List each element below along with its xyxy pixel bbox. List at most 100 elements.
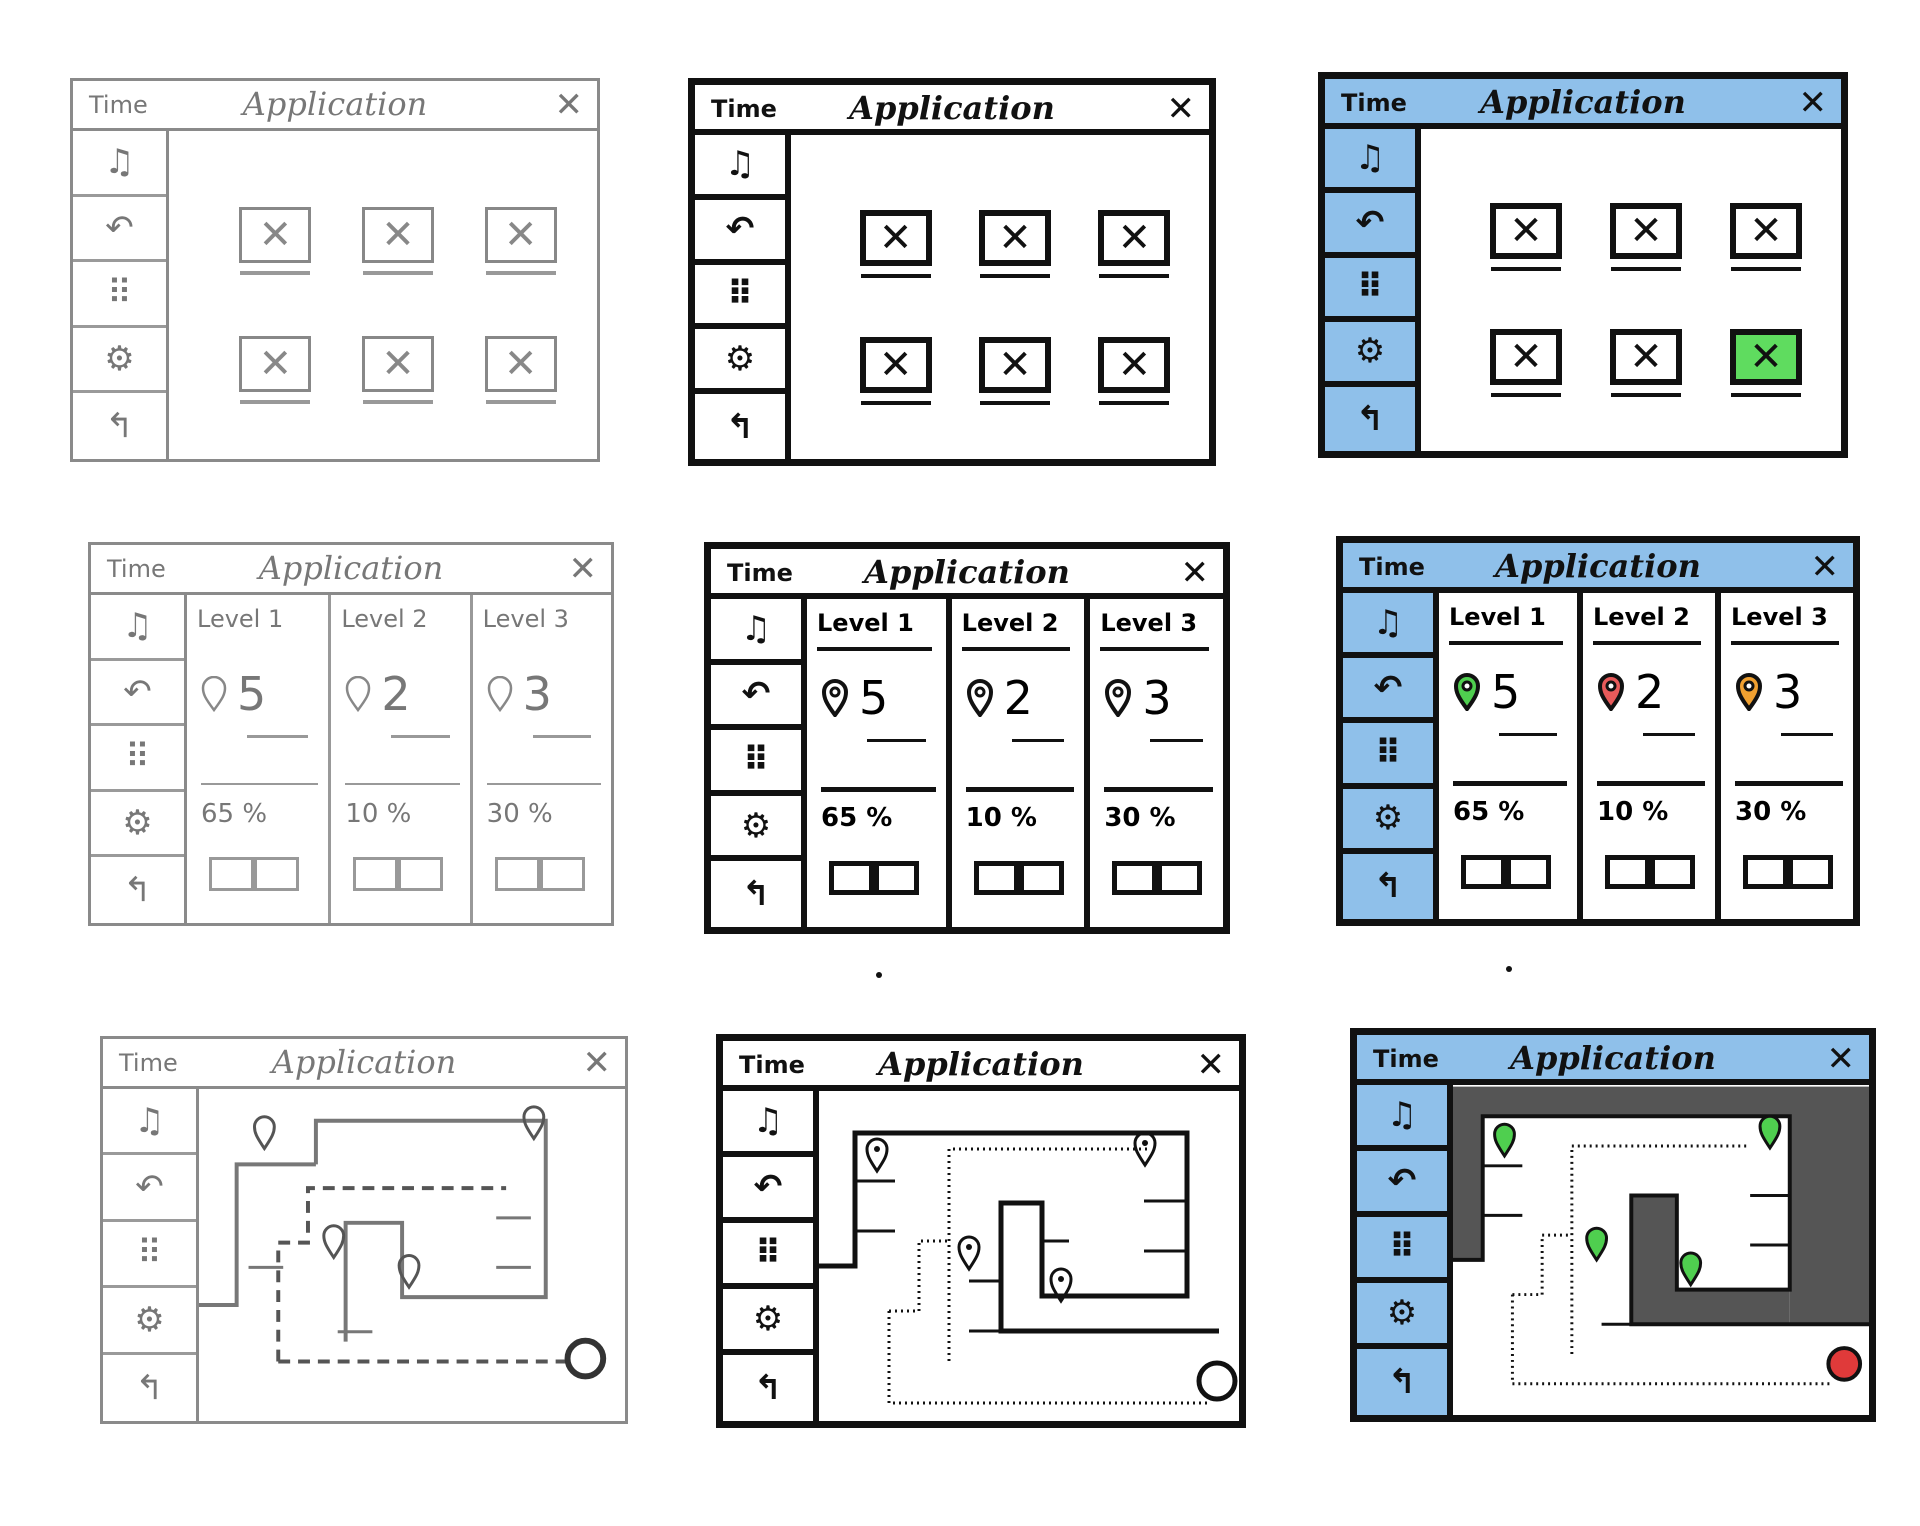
level-toggle-button[interactable] xyxy=(1112,861,1203,895)
close-icon[interactable]: ✕ xyxy=(582,1043,612,1083)
app-tile-placeholder-icon[interactable]: ✕ xyxy=(361,335,434,392)
back-arrow-icon[interactable]: ↰ xyxy=(135,1367,164,1408)
map-pin-icon[interactable] xyxy=(1679,1251,1703,1288)
map-pin-icon[interactable] xyxy=(957,1235,981,1272)
app-tile-placeholder-icon[interactable]: ✕ xyxy=(978,209,1051,266)
close-icon[interactable]: ✕ xyxy=(568,549,598,589)
level-toggle-button[interactable] xyxy=(1743,855,1833,889)
close-icon[interactable]: ✕ xyxy=(1810,547,1840,587)
phone-icon[interactable]: ↶ xyxy=(1357,1151,1447,1217)
app-tile-placeholder-icon[interactable]: ✕ xyxy=(484,335,557,392)
music-icon[interactable]: ♫ xyxy=(711,599,801,665)
apps-grid-icon[interactable]: ⠿ xyxy=(91,726,184,792)
app-tile-selected-icon[interactable]: ✕ xyxy=(1730,329,1802,385)
map-pin-icon[interactable] xyxy=(522,1105,546,1142)
settings-gears-icon[interactable]: ⚙ xyxy=(1325,322,1415,387)
level-toggle-button[interactable] xyxy=(209,857,299,891)
level-column[interactable]: Level 3 3 30 % xyxy=(1715,593,1853,919)
settings-gears-icon[interactable]: ⚙ xyxy=(1357,1283,1447,1349)
app-tile-placeholder-icon[interactable]: ✕ xyxy=(859,336,932,393)
level-toggle-button[interactable] xyxy=(1461,855,1551,889)
apps-grid-icon[interactable]: ⠿ xyxy=(711,730,801,796)
music-icon[interactable]: ♫ xyxy=(1343,593,1433,659)
app-tile-placeholder-icon[interactable]: ✕ xyxy=(239,206,312,263)
goal-circle-icon[interactable] xyxy=(1196,1360,1238,1402)
map-pin-icon[interactable] xyxy=(397,1254,421,1290)
phone-icon[interactable]: ↶ xyxy=(723,1157,813,1223)
app-tile-placeholder-icon[interactable]: ✕ xyxy=(1098,336,1171,393)
apps-grid-icon[interactable]: ⠿ xyxy=(1357,1217,1447,1283)
apps-grid-icon[interactable]: ⠿ xyxy=(1325,258,1415,323)
close-icon[interactable]: ✕ xyxy=(1166,89,1196,129)
phone-icon[interactable]: ↶ xyxy=(695,200,785,265)
phone-icon[interactable]: ↶ xyxy=(103,1155,196,1222)
close-icon[interactable]: ✕ xyxy=(554,85,584,125)
app-tile-placeholder-icon[interactable]: ✕ xyxy=(1490,329,1562,385)
back-arrow-icon[interactable]: ↰ xyxy=(753,1368,783,1408)
level-toggle-button[interactable] xyxy=(829,861,919,895)
map-pin-icon[interactable] xyxy=(1758,1114,1782,1151)
goal-circle-icon[interactable] xyxy=(564,1337,607,1380)
close-icon[interactable]: ✕ xyxy=(1180,553,1210,593)
app-tile-placeholder-icon[interactable]: ✕ xyxy=(484,206,557,263)
phone-icon[interactable]: ↶ xyxy=(91,661,184,727)
apps-grid-icon[interactable]: ⠿ xyxy=(723,1223,813,1289)
app-tile-placeholder-icon[interactable]: ✕ xyxy=(1730,203,1802,259)
level-column[interactable]: Level 1 5 65 % xyxy=(1439,593,1577,919)
map-area[interactable] xyxy=(199,1089,625,1421)
phone-icon[interactable]: ↶ xyxy=(73,197,166,263)
close-icon[interactable]: ✕ xyxy=(1826,1039,1856,1079)
music-icon[interactable]: ♫ xyxy=(1357,1085,1447,1151)
apps-grid-icon[interactable]: ⠿ xyxy=(1343,723,1433,789)
app-tile-placeholder-icon[interactable]: ✕ xyxy=(1098,209,1171,266)
apps-grid-icon[interactable]: ⠿ xyxy=(695,265,785,330)
map-area[interactable] xyxy=(819,1091,1239,1421)
level-column[interactable]: Level 1 5 65 % xyxy=(807,599,946,927)
phone-icon[interactable]: ↶ xyxy=(1343,658,1433,724)
apps-grid-icon[interactable]: ⠿ xyxy=(73,262,166,328)
settings-gears-icon[interactable]: ⚙ xyxy=(723,1289,813,1355)
back-arrow-icon[interactable]: ↰ xyxy=(105,406,134,447)
level-column[interactable]: Level 3 3 30 % xyxy=(1084,599,1223,927)
map-pin-icon[interactable] xyxy=(252,1115,276,1152)
map-pin-icon[interactable] xyxy=(1049,1267,1073,1304)
back-arrow-icon[interactable]: ↰ xyxy=(123,870,152,911)
settings-gears-icon[interactable]: ⚙ xyxy=(1343,789,1433,854)
level-column[interactable]: Level 2 2 10 % xyxy=(945,599,1085,927)
level-toggle-button[interactable] xyxy=(973,861,1064,895)
level-toggle-button[interactable] xyxy=(1605,855,1695,889)
back-arrow-icon[interactable]: ↰ xyxy=(725,406,755,447)
settings-gears-icon[interactable]: ⚙ xyxy=(103,1288,196,1355)
back-arrow-icon[interactable]: ↰ xyxy=(1387,1362,1417,1402)
level-column[interactable]: Level 3 3 30 % xyxy=(469,595,611,923)
close-icon[interactable]: ✕ xyxy=(1196,1045,1226,1085)
map-pin-icon[interactable] xyxy=(865,1137,889,1174)
music-icon[interactable]: ♫ xyxy=(103,1089,196,1156)
level-column[interactable]: Level 1 5 65 % xyxy=(187,595,328,923)
music-icon[interactable]: ♫ xyxy=(73,131,166,197)
music-icon[interactable]: ♫ xyxy=(695,135,785,200)
settings-gears-icon[interactable]: ⚙ xyxy=(695,329,785,395)
music-icon[interactable]: ♫ xyxy=(91,595,184,661)
app-tile-placeholder-icon[interactable]: ✕ xyxy=(1490,203,1562,259)
map-area[interactable] xyxy=(1453,1085,1869,1415)
settings-gears-icon[interactable]: ⚙ xyxy=(91,792,184,858)
app-tile-placeholder-icon[interactable]: ✕ xyxy=(978,336,1051,393)
level-toggle-button[interactable] xyxy=(353,857,444,891)
close-icon[interactable]: ✕ xyxy=(1798,83,1828,123)
music-icon[interactable]: ♫ xyxy=(1325,129,1415,194)
back-arrow-icon[interactable]: ↰ xyxy=(741,874,771,915)
app-tile-placeholder-icon[interactable]: ✕ xyxy=(1610,329,1682,385)
app-tile-placeholder-icon[interactable]: ✕ xyxy=(361,206,434,263)
apps-grid-icon[interactable]: ⠿ xyxy=(103,1222,196,1289)
back-arrow-icon[interactable]: ↰ xyxy=(1355,398,1385,439)
app-tile-placeholder-icon[interactable]: ✕ xyxy=(239,335,312,392)
app-tile-placeholder-icon[interactable]: ✕ xyxy=(859,209,932,266)
level-toggle-button[interactable] xyxy=(494,857,585,891)
back-arrow-icon[interactable]: ↰ xyxy=(1373,866,1403,907)
phone-icon[interactable]: ↶ xyxy=(711,665,801,731)
map-pin-icon[interactable] xyxy=(322,1224,346,1261)
map-pin-icon[interactable] xyxy=(1133,1131,1157,1168)
map-pin-icon[interactable] xyxy=(1585,1226,1609,1263)
level-column[interactable]: Level 2 2 10 % xyxy=(1577,593,1715,919)
